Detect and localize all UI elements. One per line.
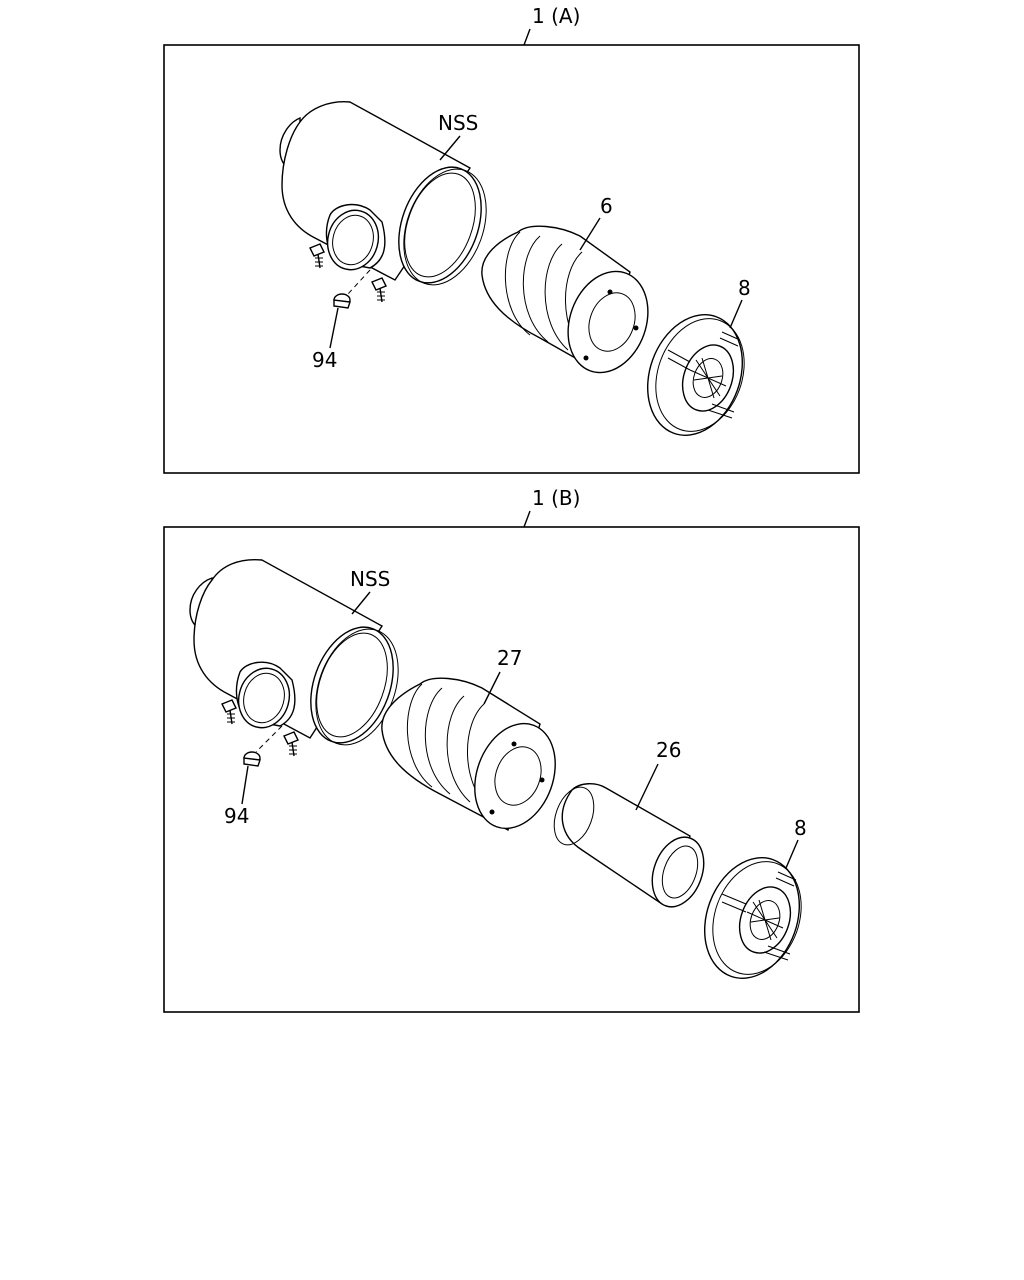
panel-b-bolt-right xyxy=(283,731,299,757)
panel-b-housing xyxy=(189,558,399,757)
panel-a-cover xyxy=(646,314,745,436)
panel-a-bolt-left xyxy=(309,243,325,269)
panel-a-housing xyxy=(279,101,487,303)
panel-b-label-cover: 8 xyxy=(794,816,807,840)
panel-a-filter xyxy=(481,225,649,374)
panel-a-bolt-right xyxy=(371,277,387,303)
panel-a-label-clamp: 94 xyxy=(312,348,337,372)
panel-b-title: 1 (B) xyxy=(532,486,580,510)
panel-a-clamp xyxy=(333,293,351,309)
panel-b-label-outer-filter: 27 xyxy=(497,646,522,670)
panel-a: 1 (A) NSS xyxy=(163,4,860,474)
panel-b-inner-filter xyxy=(553,783,705,908)
panel-b-leader-clamp xyxy=(241,765,249,805)
panel-a-title: 1 (A) xyxy=(532,4,580,28)
panel-b-label-clamp: 94 xyxy=(224,804,249,828)
panel-a-leader-clamp xyxy=(329,307,339,349)
panel-b-leader-inner-filter xyxy=(635,763,659,811)
panel-a-label-cover: 8 xyxy=(738,276,751,300)
panel-a-frame xyxy=(163,44,860,474)
panel-a-label-housing: NSS xyxy=(438,111,478,135)
panel-a-leader-housing xyxy=(439,135,461,161)
panel-a-title-leader xyxy=(523,28,531,46)
panel-b-label-housing: NSS xyxy=(350,567,390,591)
panel-b-cover xyxy=(703,857,802,979)
panel-a-leader-cover xyxy=(729,299,743,329)
panel-b-outer-filter xyxy=(381,677,556,832)
panel-a-leader-filter xyxy=(579,217,601,251)
panel-b-leader-outer-filter xyxy=(483,671,501,705)
panel-a-label-filter: 6 xyxy=(600,194,613,218)
panel-b-leader-cover xyxy=(785,839,799,869)
panel-b-bolt-left xyxy=(221,699,237,725)
panel-b-title-leader xyxy=(523,510,531,528)
panel-b: 1 (B) NSS xyxy=(163,486,860,1013)
panel-b-frame xyxy=(163,526,860,1013)
panel-b-clamp xyxy=(243,751,261,767)
panel-b-label-inner-filter: 26 xyxy=(656,738,681,762)
panel-b-leader-housing xyxy=(351,591,371,615)
